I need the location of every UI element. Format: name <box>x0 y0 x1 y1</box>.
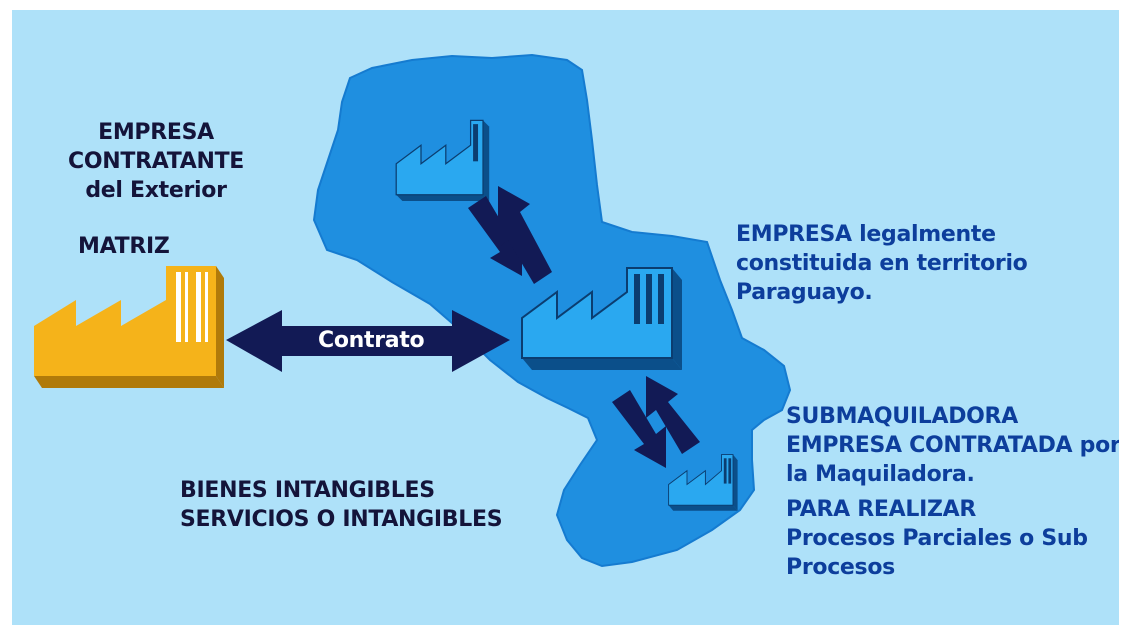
factory-icon <box>395 119 490 201</box>
right-top-line: constituida en territorio <box>736 251 1028 276</box>
left-line: CONTRATANTE <box>68 149 244 174</box>
double-arrow-icon <box>612 376 700 468</box>
matriz-label: MATRIZ <box>78 234 170 259</box>
contract-label: Contrato <box>318 328 425 353</box>
bottom-left-text: BIENES INTANGIBLES SERVICIOS O INTANGIBL… <box>180 476 503 534</box>
bottom-left-line: SERVICIOS O INTANGIBLES <box>180 507 503 532</box>
right-bottom-text: SUBMAQUILADORA EMPRESA CONTRATADA por la… <box>786 402 1119 582</box>
left-line: EMPRESA <box>98 120 214 145</box>
right-top-line: EMPRESA legalmente <box>736 222 996 247</box>
right-bottom-line: EMPRESA CONTRATADA por <box>786 433 1119 458</box>
left-company-title: EMPRESA CONTRATANTE del Exterior <box>68 118 244 205</box>
diagram-graphic <box>34 53 792 568</box>
bottom-left-line: BIENES INTANGIBLES <box>180 478 435 503</box>
factory-icon <box>521 267 682 370</box>
right-bottom-line: la Maquiladora. <box>786 462 975 487</box>
factory-icon <box>34 266 224 388</box>
left-line: del Exterior <box>85 178 227 203</box>
para-realizar-label: PARA REALIZAR <box>786 497 976 522</box>
submaquiladora-title: SUBMAQUILADORA <box>786 404 1018 429</box>
right-top-text: EMPRESA legalmente constituida en territ… <box>736 220 1028 307</box>
double-arrow-icon <box>226 310 510 372</box>
right-bottom-detail: Procesos <box>786 555 895 580</box>
factory-icon <box>668 454 738 511</box>
right-bottom-detail: Procesos Parciales o Sub <box>786 526 1088 551</box>
diagram-canvas: Contrato EMPRESA CONTRATANTE del Exterio… <box>12 10 1119 625</box>
double-arrow-icon <box>468 186 552 284</box>
right-top-line: Paraguayo. <box>736 280 873 305</box>
